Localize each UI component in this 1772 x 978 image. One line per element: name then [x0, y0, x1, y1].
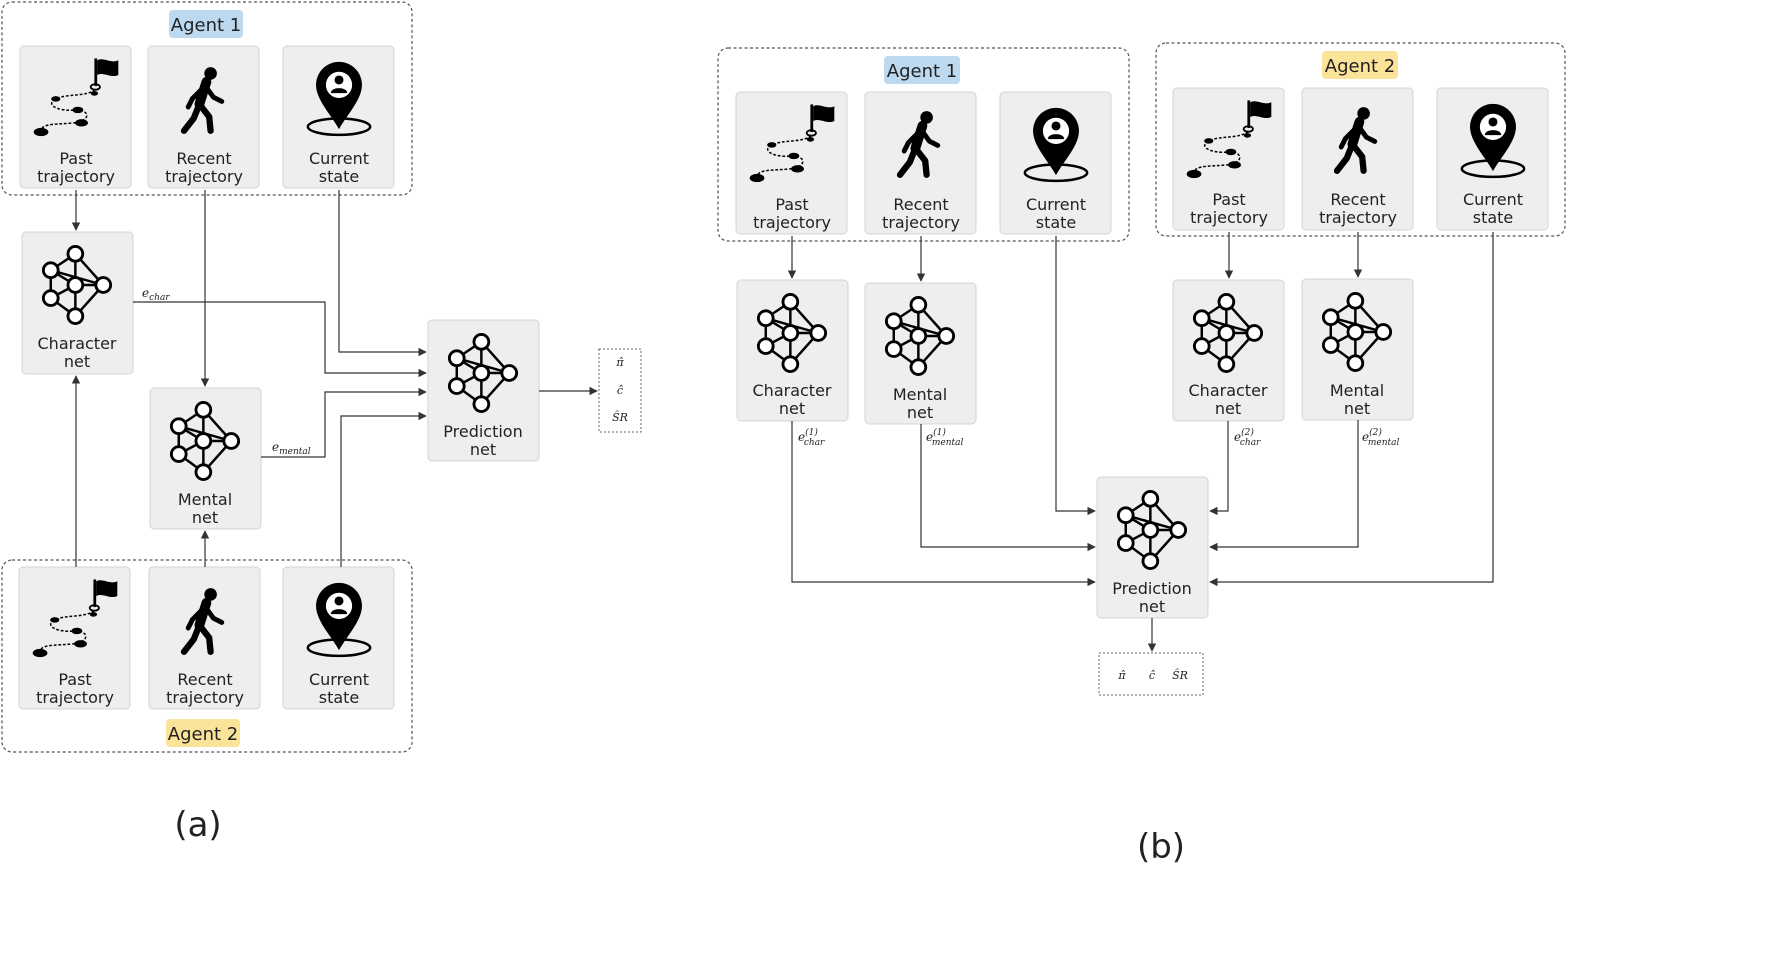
agent2-badge — [166, 719, 240, 747]
output-box — [598, 348, 642, 433]
current-label-1: Current — [1463, 190, 1523, 209]
current-label-2: state — [1473, 208, 1514, 227]
prediction-label-1: Prediction — [443, 422, 522, 441]
past-trajectory-card — [19, 45, 132, 189]
character-label-1: Character — [1189, 381, 1268, 400]
mental-label-1: Mental — [1330, 381, 1384, 400]
mental-label-2: net — [192, 508, 218, 527]
past-label-2: trajectory — [1190, 208, 1268, 227]
panel-a: Agent 1 Past trajectory Recent trajector… — [1, 1, 642, 845]
agent2-group — [1, 559, 413, 753]
mental-label-2: net — [907, 403, 933, 422]
recent-label-1: Recent — [893, 195, 948, 214]
edge — [1055, 236, 1096, 516]
mental-label-2: net — [1344, 399, 1370, 418]
recent-label-2: trajectory — [1319, 208, 1397, 227]
agent1-badge-label: Agent 1 — [887, 61, 957, 82]
edges-b — [787, 232, 1494, 652]
character-label-1: Character — [753, 381, 832, 400]
past-label-2: trajectory — [753, 213, 831, 232]
output-pi: π̂ — [615, 356, 624, 369]
past-trajectory-card — [18, 566, 131, 710]
past-label-1: Past — [59, 149, 92, 168]
output-box — [1098, 652, 1204, 696]
output-sr: ŜR — [1172, 668, 1188, 682]
past-trajectory-card — [735, 91, 848, 235]
past-trajectory-card — [1172, 87, 1285, 231]
e1-mental-label: e(1)mental — [926, 427, 963, 448]
mental-label-1: Mental — [178, 490, 232, 509]
e2-mental-label: e(2)mental — [1362, 427, 1399, 448]
e2-char-label: e(2)char — [1234, 427, 1261, 448]
caption-b: (b) — [1137, 827, 1185, 867]
agent1-badge-label: Agent 1 — [171, 15, 241, 36]
recent-trajectory-card — [1301, 87, 1414, 231]
recent-label-1: Recent — [176, 149, 231, 168]
edge — [338, 190, 427, 357]
recent-trajectory-card — [147, 45, 260, 189]
past-label-1: Past — [58, 670, 91, 689]
e1-char-label: e(1)char — [798, 427, 825, 448]
agent2-badge — [1322, 51, 1398, 79]
output-sr: ŜR — [612, 410, 628, 424]
current-label-2: state — [319, 167, 360, 186]
panel-b: Agent 1 Agent 2 Past trajectory Recent t… — [717, 42, 1566, 867]
past-label-1: Past — [775, 195, 808, 214]
current-label-1: Current — [309, 149, 369, 168]
past-label-1: Past — [1212, 190, 1245, 209]
recent-label-2: trajectory — [165, 167, 243, 186]
past-label-2: trajectory — [36, 688, 114, 707]
agent2-group — [1155, 42, 1566, 237]
agent2-badge-label: Agent 2 — [1325, 56, 1395, 77]
output-pi: π̂ — [1117, 669, 1126, 682]
agent1-badge — [884, 56, 960, 84]
output-c: ĉ — [1149, 669, 1155, 682]
edge — [261, 387, 427, 458]
current-label-2: state — [319, 688, 360, 707]
prediction-label-1: Prediction — [1112, 579, 1191, 598]
agent2-badge-label: Agent 2 — [168, 724, 238, 745]
recent-trajectory-card — [864, 91, 977, 235]
current-label-1: Current — [1026, 195, 1086, 214]
prediction-label-2: net — [470, 440, 496, 459]
agent1-group — [717, 47, 1130, 242]
recent-label-1: Recent — [177, 670, 232, 689]
prediction-label-2: net — [1139, 597, 1165, 616]
edge — [920, 424, 1096, 552]
caption-a: (a) — [174, 805, 221, 845]
edge — [1209, 420, 1359, 552]
edge — [791, 421, 1096, 587]
character-label-2: net — [1215, 399, 1241, 418]
character-label-2: net — [779, 399, 805, 418]
edge — [1209, 232, 1494, 587]
agent1-badge — [169, 10, 243, 38]
current-label-1: Current — [309, 670, 369, 689]
character-label-2: net — [64, 352, 90, 371]
recent-label-2: trajectory — [166, 688, 244, 707]
agent1-group — [1, 1, 413, 196]
e-mental-label: emental — [272, 440, 311, 457]
past-label-2: trajectory — [37, 167, 115, 186]
recent-label-2: trajectory — [882, 213, 960, 232]
edge — [133, 301, 427, 378]
e-char-label: echar — [142, 286, 170, 303]
edge — [1209, 421, 1229, 516]
character-label-1: Character — [38, 334, 117, 353]
output-c: ĉ — [617, 384, 623, 397]
recent-label-1: Recent — [1330, 190, 1385, 209]
mental-label-1: Mental — [893, 385, 947, 404]
edges-a — [71, 190, 598, 567]
current-label-2: state — [1036, 213, 1077, 232]
edge — [340, 411, 427, 567]
